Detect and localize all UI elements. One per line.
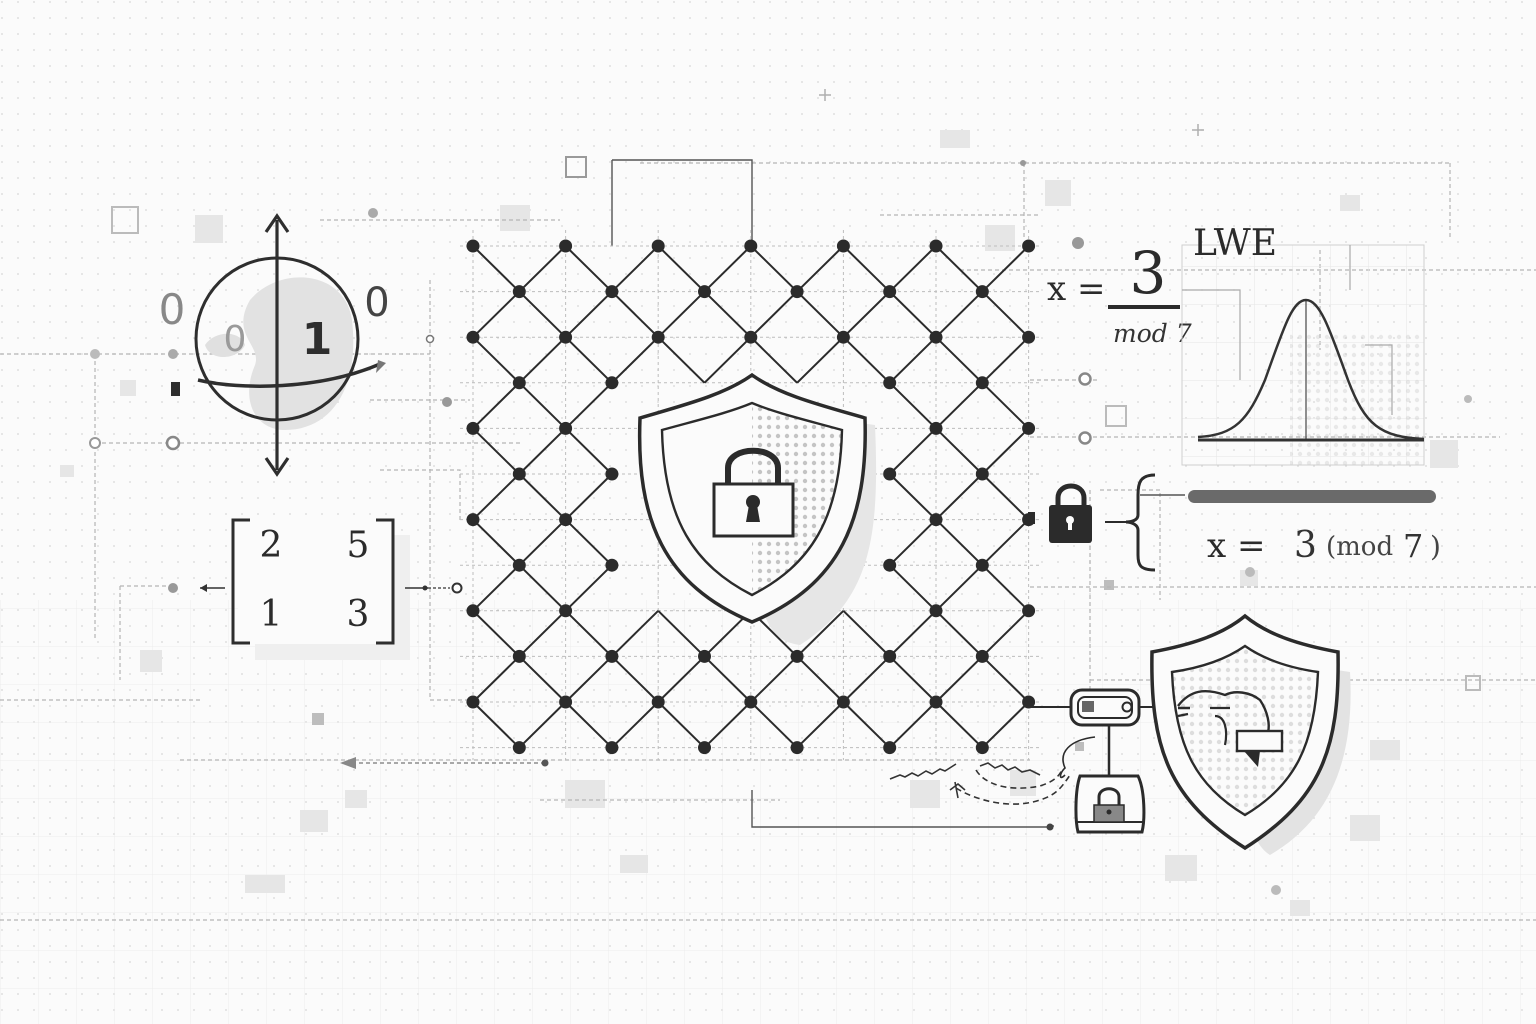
equation-bottom-mod-text: (mod	[1326, 532, 1393, 562]
matrix-cell-0-1: 5	[347, 525, 370, 566]
qubit-label-left-outer: 0	[159, 285, 186, 334]
shield-key-icon	[1150, 613, 1351, 855]
matrix-brackets	[200, 518, 463, 660]
equation-bottom-close: )	[1430, 530, 1441, 563]
equation-top-value: 3	[1130, 239, 1167, 307]
matrix-cell-1-1: 3	[347, 594, 370, 635]
circuit-traces	[0, 162, 1536, 921]
decorative-dark-squares	[312, 580, 1114, 751]
qubit-sphere-icon	[171, 213, 386, 477]
signal-waves	[889, 762, 1071, 805]
trace-arrow	[340, 757, 1054, 831]
lattice-network	[460, 230, 1040, 760]
lwe-chart-title: LWE	[1193, 223, 1277, 264]
equation-bottom-modulus: 7	[1403, 527, 1423, 565]
device-icon	[1030, 688, 1156, 834]
equation-top-modulus: mod 7	[1113, 319, 1192, 348]
equation-bottom-lhs: x =	[1207, 526, 1265, 566]
qubit-label-center: 1	[302, 314, 333, 365]
plus-marks	[819, 89, 1204, 136]
matrix-cell-1-0: 1	[260, 594, 283, 635]
brace	[1105, 473, 1436, 572]
decorative-squares	[60, 130, 1458, 916]
fraction-bar	[1108, 305, 1180, 309]
matrix-cell-0-0: 2	[260, 525, 283, 566]
solid-traces	[611, 159, 1054, 828]
trace-nodes	[89, 160, 1472, 895]
equation-bottom-value: 3	[1294, 525, 1317, 566]
equation-top-lhs: x =	[1047, 269, 1105, 309]
lattice-edges	[472, 245, 1030, 749]
qubit-label-left-inner: 0	[224, 319, 247, 360]
padlock-icon	[1028, 483, 1092, 543]
qubit-label-right-outer: 0	[364, 280, 389, 326]
lattice-nodes	[466, 239, 1036, 755]
shield-lock-icon	[637, 372, 877, 645]
outline-squares	[111, 156, 1481, 691]
gaussian-curve-icon	[1181, 244, 1425, 466]
